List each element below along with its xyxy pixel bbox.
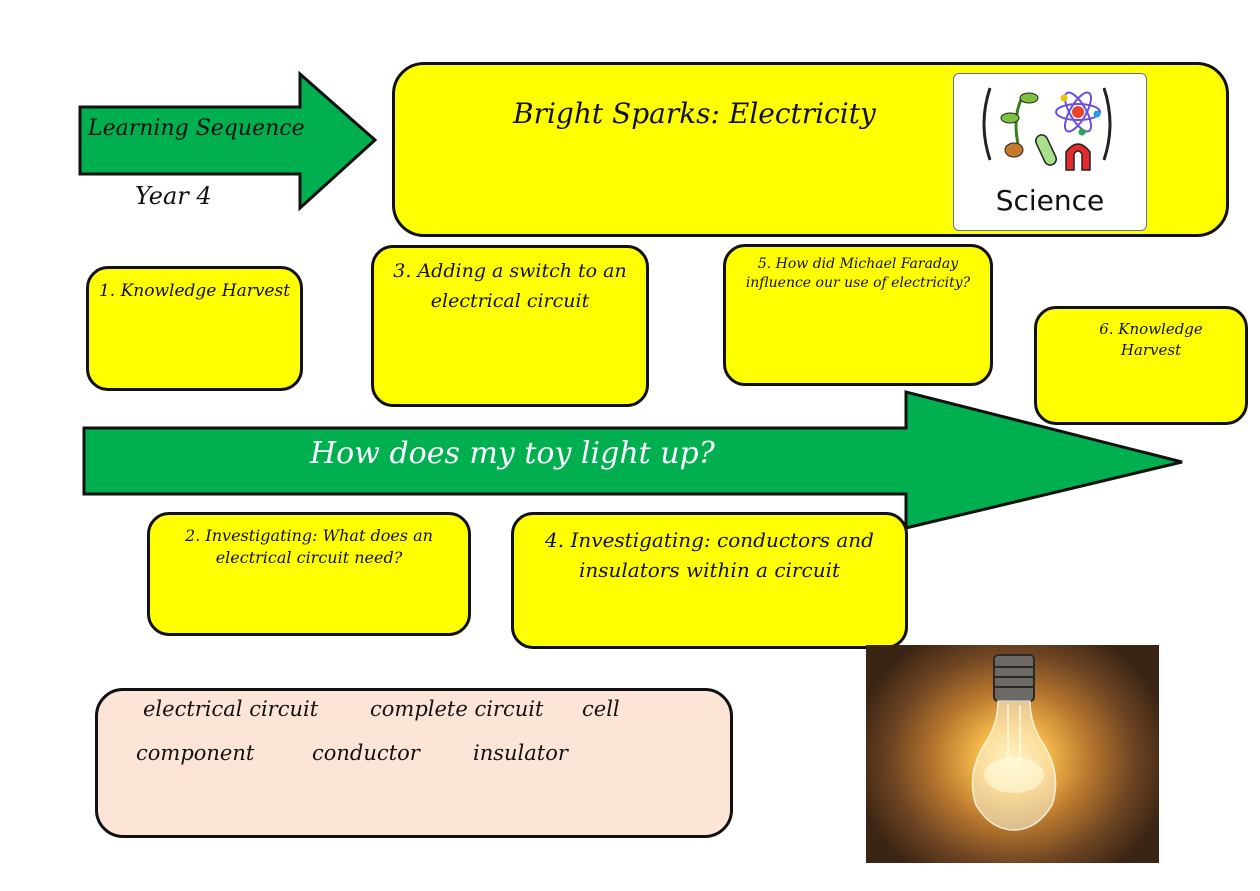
light-bulb-icon (971, 654, 1057, 831)
lesson-5-box: 5. How did Michael Faraday influence our… (723, 244, 993, 386)
vocab-word: component (136, 741, 255, 765)
lesson-3-box: 3. Adding a switch to an electrical circ… (371, 245, 649, 407)
vocab-word: electrical circuit (143, 697, 319, 721)
title-box: Bright Sparks: Electricity Science (392, 62, 1229, 237)
lesson-1-title: 1. Knowledge Harvest (98, 281, 291, 301)
year-label: Year 4 (135, 182, 212, 210)
lesson-6-title: 6. Knowledge Harvest (1099, 320, 1203, 359)
lesson-4-title: 4. Investigating: conductors and insulat… (545, 528, 874, 582)
lesson-4-box: 4. Investigating: conductors and insulat… (511, 512, 908, 649)
vocab-word: complete circuit (370, 697, 544, 721)
learning-sequence-label: Learning Sequence (88, 116, 305, 141)
page-title: Bright Sparks: Electricity (513, 97, 876, 130)
vocab-word: conductor (312, 741, 420, 765)
vocab-word: insulator (473, 741, 568, 765)
science-icon (982, 87, 1112, 171)
lesson-3-title: 3. Adding a switch to an electrical circ… (393, 260, 627, 312)
lesson-5-title: 5. How did Michael Faraday influence our… (745, 256, 971, 291)
science-badge: Science (953, 73, 1147, 231)
main-question: How does my toy light up? (310, 436, 715, 471)
vocabulary-box: electrical circuit complete circuit cell… (95, 688, 733, 838)
light-bulb-photo (866, 645, 1159, 863)
lesson-2-title: 2. Investigating: What does an electrica… (185, 526, 433, 567)
science-label: Science (995, 184, 1105, 217)
lesson-6-box: 6. Knowledge Harvest (1034, 306, 1248, 425)
lesson-2-box: 2. Investigating: What does an electrica… (147, 512, 471, 636)
vocab-word: cell (582, 697, 620, 721)
lesson-1-box: 1. Knowledge Harvest (86, 266, 303, 391)
